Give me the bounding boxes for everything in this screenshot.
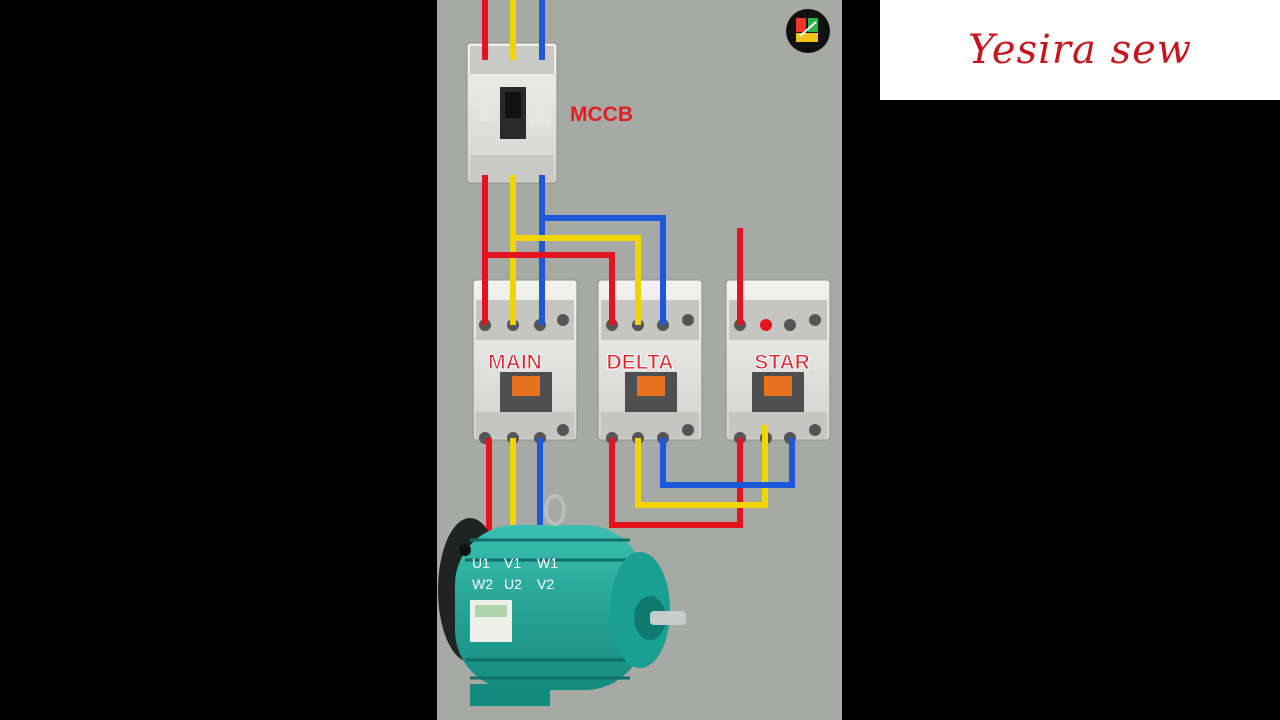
channel-logo-icon — [786, 9, 830, 53]
contactor-star — [725, 279, 831, 444]
contactor-label: STAR — [754, 351, 810, 374]
mccb-label: MCCB — [570, 103, 633, 126]
watermark-box: Yesira sew — [880, 0, 1280, 100]
mccb-breaker — [466, 42, 558, 184]
terminal-label: V2 — [537, 576, 554, 592]
contactor-main — [472, 279, 578, 444]
motor-terminals: U1 V1 W1 W2 U2 V2 — [472, 555, 558, 592]
watermark-text: Yesira sew — [967, 27, 1193, 73]
terminal-label: W2 — [472, 576, 493, 592]
supply-wires — [482, 0, 545, 60]
contactor-label: DELTA — [607, 351, 674, 374]
terminal-label: U1 — [472, 555, 490, 571]
power-wiring — [482, 175, 795, 555]
terminal-label: W1 — [537, 555, 558, 571]
contactor-label: MAIN — [488, 351, 542, 374]
terminal-label: V1 — [504, 555, 521, 571]
induction-motor — [438, 494, 686, 706]
terminal-label: U2 — [504, 576, 522, 592]
